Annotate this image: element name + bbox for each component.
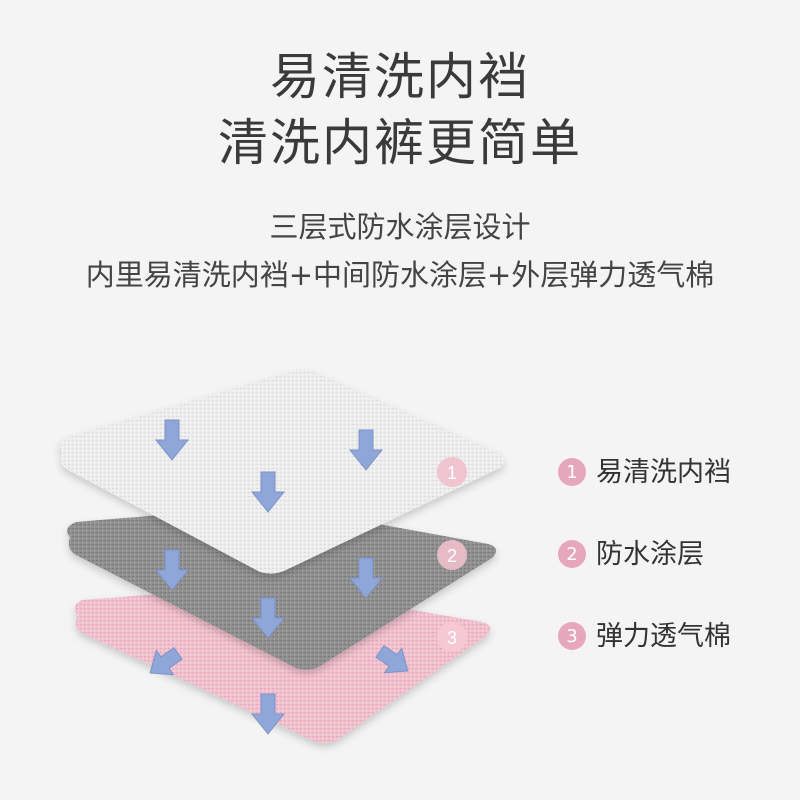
- svg-text:3: 3: [447, 628, 457, 648]
- svg-text:1: 1: [447, 463, 457, 483]
- legend-item-1: 1 易清洗内裆: [558, 458, 731, 486]
- number-badge: 2: [558, 540, 586, 568]
- arrow-down-right-icon: [375, 644, 409, 674]
- legend-label: 防水涂层: [596, 538, 704, 570]
- layer-composition: 内里易清洗内裆+中间防水涂层+外层弹力透气棉: [85, 258, 715, 292]
- layer-2-waterproof: [67, 505, 497, 670]
- number-badge: 3: [558, 622, 586, 650]
- legend-label: 弹力透气棉: [596, 620, 731, 652]
- main-title: 易清洗内裆: [270, 48, 530, 106]
- number-badge: 1: [558, 458, 586, 486]
- design-description: 三层式防水涂层设计: [269, 210, 531, 244]
- main-subtitle: 清洗内裤更简单: [218, 114, 582, 172]
- arrow-down-left-icon: [149, 646, 183, 676]
- svg-text:2: 2: [447, 546, 457, 566]
- legend-item-2: 2 防水涂层: [558, 540, 704, 568]
- layer-1-badge: 1: [437, 457, 467, 487]
- layer-2-badge: 2: [437, 540, 467, 570]
- legend-item-3: 3 弹力透气棉: [558, 622, 731, 650]
- layer-3-cotton: [74, 585, 491, 743]
- legend-label: 易清洗内裆: [596, 456, 731, 488]
- layer-3-badge: 3: [437, 622, 467, 652]
